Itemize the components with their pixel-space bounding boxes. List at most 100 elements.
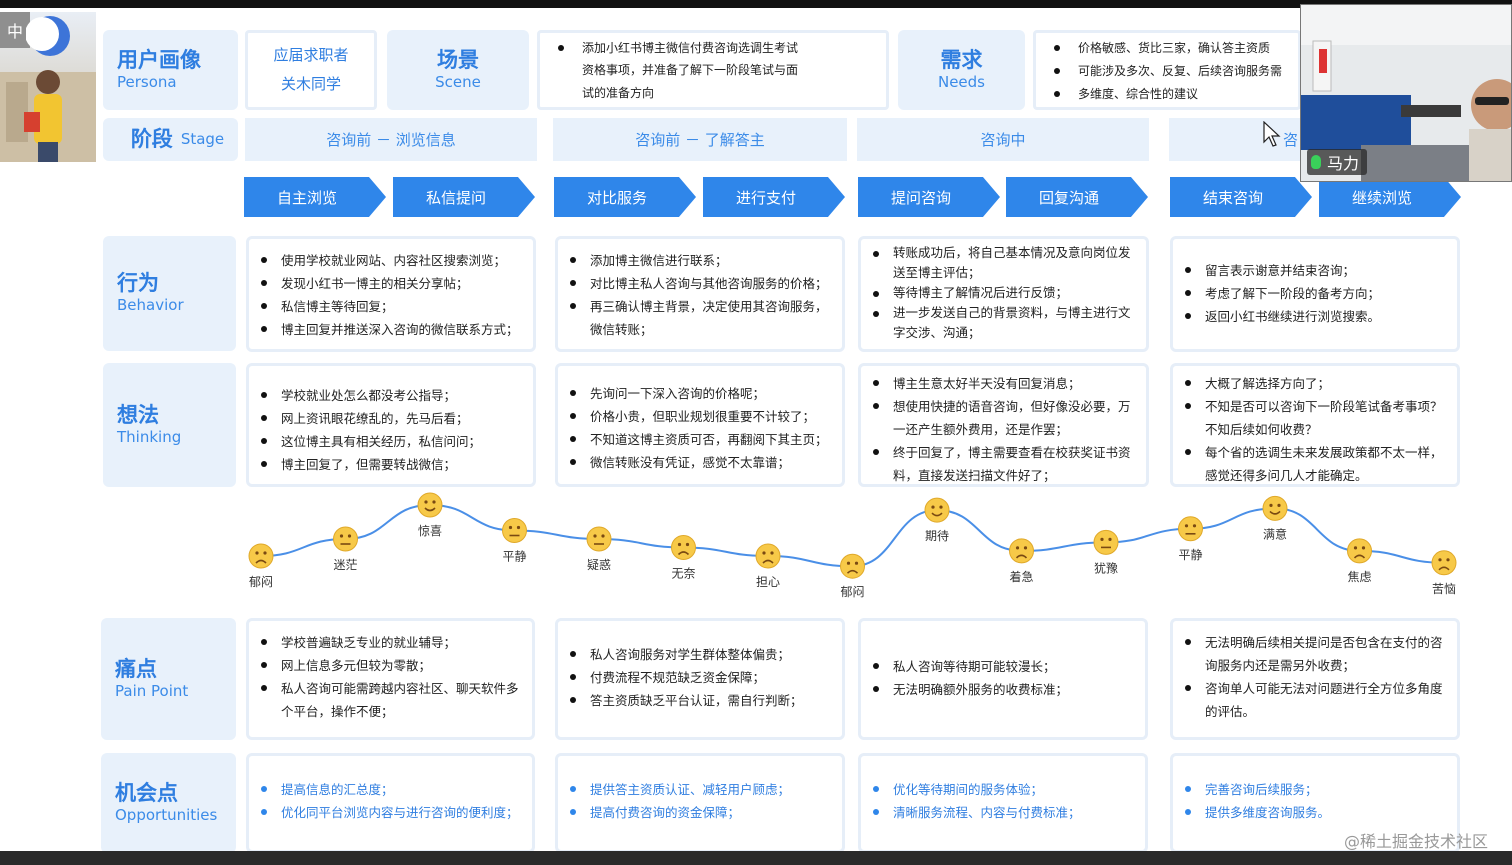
ime-indicator[interactable]: 中 bbox=[0, 12, 30, 48]
needs-box: 价格敏感、货比三家，确认答主资质 可能涉及多次、反复、后续咨询服务需 多维度、综… bbox=[1033, 30, 1301, 110]
stage-learn: 咨询前 － 了解答主 bbox=[553, 118, 847, 161]
needs-item: 多维度、综合性的建议 bbox=[1054, 83, 1288, 106]
step-arrow: 自主浏览 bbox=[244, 177, 386, 217]
scene-title: 场景 bbox=[437, 47, 479, 72]
behavior-title: 行为 bbox=[117, 271, 159, 296]
list-item: 付费流程不规范缺乏资金保障； bbox=[566, 666, 832, 689]
persona-title: 用户画像 bbox=[117, 47, 201, 72]
video-call-tile[interactable]: 马力 bbox=[1300, 4, 1512, 182]
opportunities-subtitle: Opportunities bbox=[115, 805, 218, 824]
thinking-subtitle: Thinking bbox=[117, 427, 182, 446]
persona-subtitle: Persona bbox=[117, 72, 177, 91]
emotion-face-icon bbox=[755, 543, 781, 569]
emotion-face-icon bbox=[1093, 529, 1119, 555]
scene-text: 添加小红书博主微信付费咨询选调生考试 bbox=[558, 37, 876, 60]
persona-avatar bbox=[0, 12, 96, 162]
scene-subtitle: Scene bbox=[435, 72, 481, 91]
opportunity-list: 完善咨询后续服务； 提供多维度咨询服务。 bbox=[1173, 756, 1457, 824]
list-item: 无法明确额外服务的收费标准； bbox=[869, 678, 1135, 701]
window-bottom-bar bbox=[0, 851, 1512, 865]
watermark: @稀土掘金技术社区 bbox=[1343, 832, 1488, 851]
emotion-label: 郁闷 bbox=[840, 584, 864, 599]
pain-point-list: 私人咨询服务对学生群体整体偏贵； 付费流程不规范缺乏资金保障； 答主资质缺乏平台… bbox=[558, 621, 842, 712]
emotion-face-icon bbox=[1262, 495, 1288, 521]
behavior-card: 使用学校就业网站、内容社区搜索浏览； 发现小红书一博主的相关分享帖； 私信博主等… bbox=[246, 236, 536, 352]
needs-item: 可能涉及多次、反复、后续咨询服务需 bbox=[1054, 60, 1288, 83]
list-item: 这位博主具有相关经历，私信问问； bbox=[257, 430, 523, 453]
step-arrow: 回复沟通 bbox=[1006, 177, 1148, 217]
list-item: 提供多维度咨询服务。 bbox=[1181, 801, 1447, 824]
opportunity-list: 提高信息的汇总度； 优化同平台浏览内容与进行咨询的便利度； bbox=[249, 756, 532, 824]
list-item: 私信博主等待回复； bbox=[257, 295, 523, 318]
list-item: 私人咨询等待期可能较漫长； bbox=[869, 655, 1135, 678]
thinking-card: 学校就业处怎么都没考公指导； 网上资讯眼花缭乱的，先马后看； 这位博主具有相关经… bbox=[246, 363, 536, 487]
speaker-label: 马力 bbox=[1307, 149, 1368, 175]
list-item: 返回小红书继续进行浏览搜索。 bbox=[1181, 305, 1447, 328]
behavior-list: 转账成功后，将自己基本情况及意向岗位发送至博主评估； 等待博主了解情况后进行反馈… bbox=[861, 239, 1146, 343]
opportunity-card: 优化等待期间的服务体验； 清晰服务流程、内容与付费标准； bbox=[858, 753, 1148, 853]
list-item: 想使用快捷的语音咨询，但好像没必要，万一还产生额外费用，还是作罢； bbox=[869, 395, 1136, 441]
persona-box: 应届求职者 关木同学 bbox=[245, 30, 377, 110]
list-item: 私人咨询可能需跨越内容社区、聊天软件多个平台，操作不便； bbox=[257, 677, 522, 723]
list-item: 留言表示谢意并结束咨询； bbox=[1181, 259, 1447, 282]
emotion-label: 苦恼 bbox=[1432, 582, 1456, 596]
list-item: 博主生意太好半天没有回复消息； bbox=[869, 372, 1136, 395]
step-arrow: 对比服务 bbox=[554, 177, 696, 217]
window-top-bar bbox=[0, 0, 1512, 8]
emotion-face-icon bbox=[248, 543, 274, 569]
step-arrow: 提问咨询 bbox=[858, 177, 1000, 217]
step-arrow: 结束咨询 bbox=[1170, 177, 1312, 217]
list-item: 考虑了解下一阶段的备考方向； bbox=[1181, 282, 1447, 305]
list-item: 终于回复了，博主需要查看在校获奖证书资料，直接发送扫描文件好了； bbox=[869, 441, 1136, 487]
emotion-face-icon bbox=[1009, 538, 1034, 564]
opportunity-list: 优化等待期间的服务体验； 清晰服务流程、内容与付费标准； bbox=[861, 756, 1145, 824]
list-item: 提供答主资质认证、减轻用户顾虑； bbox=[566, 778, 832, 801]
needs-label: 需求 Needs bbox=[898, 30, 1025, 110]
journey-map-slide: 用户画像 Persona 应届求职者 关木同学 场景 Scene 添加小红书博主… bbox=[0, 8, 1512, 853]
pain-point-subtitle: Pain Point bbox=[115, 681, 189, 700]
pain-point-card: 学校普遍缺乏专业的就业辅导； 网上信息多元但较为零散； 私人咨询可能需跨越内容社… bbox=[246, 618, 535, 740]
list-item: 添加博主微信进行联系； bbox=[566, 249, 832, 272]
thinking-title: 想法 bbox=[117, 402, 159, 427]
needs-item: 价格敏感、货比三家，确认答主资质 bbox=[1054, 37, 1288, 60]
list-item: 发现小红书一博主的相关分享帖； bbox=[257, 272, 523, 295]
emotion-label: 犹豫 bbox=[1094, 561, 1118, 575]
scene-text-line-3: 试的准备方向 bbox=[582, 86, 655, 100]
opportunities-title: 机会点 bbox=[115, 780, 178, 805]
list-item: 价格小贵，但职业规划很重要不计较了； bbox=[566, 405, 832, 428]
list-item: 咨询单人可能无法对问题进行全方位多角度的评估。 bbox=[1181, 677, 1447, 723]
pain-point-list: 无法明确后续相关提问是否包含在支付的咨询服务内还是需另外收费； 咨询单人可能无法… bbox=[1173, 621, 1457, 723]
list-item: 无法明确后续相关提问是否包含在支付的咨询服务内还是需另外收费； bbox=[1181, 631, 1447, 677]
pain-point-card: 私人咨询等待期可能较漫长； 无法明确额外服务的收费标准； bbox=[858, 618, 1148, 740]
persona-role: 应届求职者 bbox=[273, 46, 349, 64]
list-item: 微信转账没有凭证，感觉不太靠谱； bbox=[566, 451, 832, 474]
list-item: 私人咨询服务对学生群体整体偏贵； bbox=[566, 643, 832, 666]
opportunities-label: 机会点 Opportunities bbox=[101, 753, 236, 853]
emotion-face-icon bbox=[1178, 516, 1203, 542]
list-item: 网上信息多元但较为零散； bbox=[257, 654, 522, 677]
emotion-line bbox=[260, 503, 1445, 568]
moon-icon bbox=[26, 16, 70, 56]
emotion-label: 期待 bbox=[925, 529, 949, 543]
behavior-card: 转账成功后，将自己基本情况及意向岗位发送至博主评估； 等待博主了解情况后进行反馈… bbox=[858, 236, 1149, 352]
behavior-list: 使用学校就业网站、内容社区搜索浏览； 发现小红书一博主的相关分享帖； 私信博主等… bbox=[249, 239, 533, 341]
stage-browse: 咨询前 － 浏览信息 bbox=[245, 118, 537, 161]
list-item: 完善咨询后续服务； bbox=[1181, 778, 1447, 801]
emotion-face-icon bbox=[417, 492, 443, 518]
thinking-list: 学校就业处怎么都没考公指导； 网上资讯眼花缭乱的，先马后看； 这位博主具有相关经… bbox=[249, 366, 533, 476]
list-item: 先询问一下深入咨询的价格呢； bbox=[566, 382, 832, 405]
stage-consulting: 咨询中 bbox=[857, 118, 1149, 161]
microphone-icon bbox=[1311, 155, 1321, 169]
behavior-list: 留言表示谢意并结束咨询； 考虑了解下一阶段的备考方向； 返回小红书继续进行浏览搜… bbox=[1173, 239, 1457, 328]
emotion-label: 无奈 bbox=[671, 567, 695, 581]
needs-list: 价格敏感、货比三家，确认答主资质 可能涉及多次、反复、后续咨询服务需 多维度、综… bbox=[1036, 33, 1298, 106]
scene-box: 添加小红书博主微信付费咨询选调生考试 资格事项，并准备了解下一阶段笔试与面 试的… bbox=[537, 30, 889, 110]
emotion-face-icon bbox=[671, 535, 696, 560]
emotion-label: 平静 bbox=[1178, 548, 1202, 562]
behavior-card: 添加博主微信进行联系； 对比博主私人咨询与其他咨询服务的价格； 再三确认博主背景… bbox=[555, 236, 845, 352]
list-item: 大概了解选择方向了； bbox=[1181, 372, 1447, 395]
scene-label: 场景 Scene bbox=[387, 30, 529, 110]
list-item: 等待博主了解情况后进行反馈； bbox=[869, 283, 1136, 303]
step-arrow: 进行支付 bbox=[703, 177, 845, 217]
thinking-list: 博主生意太好半天没有回复消息； 想使用快捷的语音咨询，但好像没必要，万一还产生额… bbox=[861, 366, 1146, 487]
